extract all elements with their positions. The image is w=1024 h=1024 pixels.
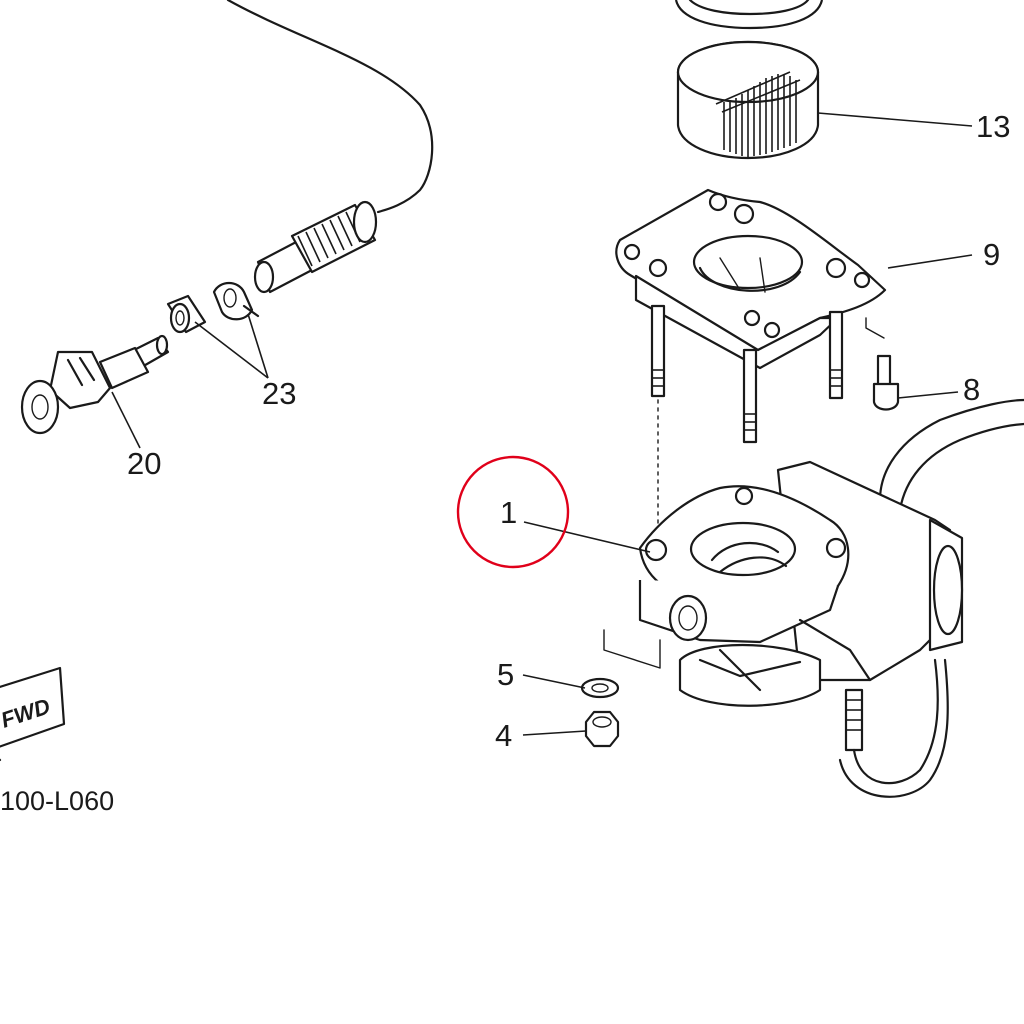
hose-fitting bbox=[253, 200, 378, 294]
throttle-body bbox=[638, 398, 1024, 798]
screw bbox=[865, 317, 900, 411]
callout-9: 9 bbox=[983, 237, 1000, 272]
stud-path-guide bbox=[603, 629, 661, 669]
fuel-hose bbox=[226, 0, 434, 214]
callout-1: 1 bbox=[500, 495, 517, 530]
callout-8: 8 bbox=[963, 372, 980, 407]
leader-lines bbox=[111, 112, 973, 736]
callout-13: 13 bbox=[976, 109, 1010, 144]
studs bbox=[650, 304, 844, 541]
nut bbox=[584, 710, 620, 748]
highlight-circle bbox=[456, 455, 570, 569]
washer bbox=[580, 677, 620, 699]
air-filter-element bbox=[674, 0, 824, 160]
callout-23: 23 bbox=[262, 376, 296, 411]
callout-20: 20 bbox=[127, 446, 161, 481]
callout-5: 5 bbox=[497, 657, 514, 692]
hose-clamps bbox=[166, 281, 260, 334]
fuel-connector bbox=[20, 334, 170, 435]
callout-4: 4 bbox=[495, 718, 512, 753]
diagram-code: 100-L060 bbox=[0, 786, 114, 816]
fwd-arrow-badge: FWD bbox=[0, 666, 66, 762]
